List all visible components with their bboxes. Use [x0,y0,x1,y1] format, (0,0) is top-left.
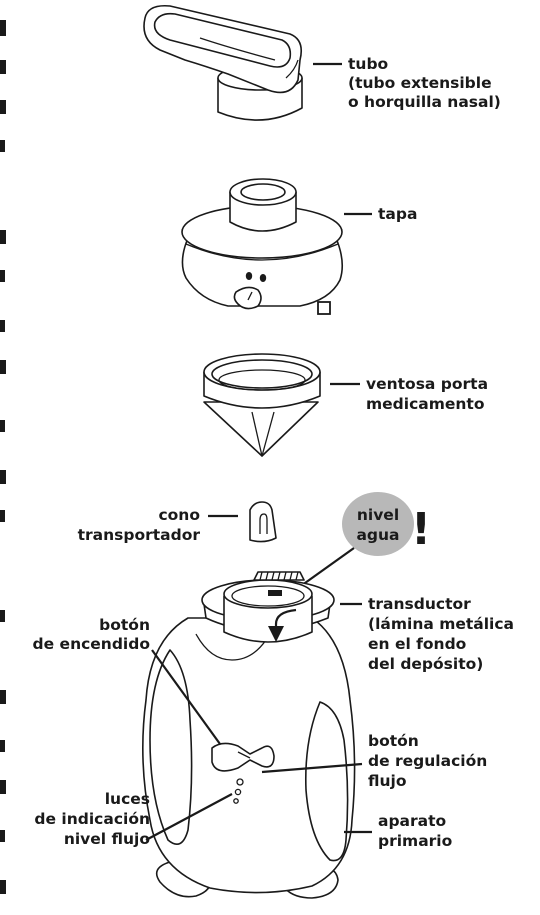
luces-label: luces de indicación nivel flujo [34,790,150,848]
boton-regulacion-label-line3: flujo [368,772,407,790]
boton-regulacion-leader [261,762,363,774]
tapa-eye-left-icon [245,272,253,280]
boton-regulacion-label-line2: de regulación [368,752,487,770]
transductor-label-line3: en el fondo [368,635,466,653]
boton-encendido-label-line1: botón [99,616,150,634]
tapa-part [181,178,344,310]
tubo-label-line1: tubo [348,55,388,73]
nivel-agua-label-line1: nivel [357,506,399,524]
transductor-label-line4: del depósito) [368,655,483,673]
ventosa-label: ventosa porta medicamento [366,375,488,413]
tapa-small-square-icon [317,301,331,315]
tapa-eye-right-icon [259,274,267,282]
transducer-arrowhead-icon [268,626,284,642]
cono-part [249,501,277,543]
boton-regulacion-label-line1: botón [368,732,419,750]
luces-label-line2: de indicación [34,810,150,828]
aparato-body [142,571,356,899]
transductor-label: transductor (lámina metálica en el fondo… [368,595,514,673]
indicator-light-3-icon [233,798,239,804]
luces-label-line3: nivel flujo [64,830,150,848]
luces-leader [145,793,233,841]
cono-label-line2: transportador [78,526,201,544]
ventosa-label-line1: ventosa porta [366,375,488,393]
tubo-label-line2: (tubo extensible [348,74,492,92]
cono-label: cono transportador [78,506,201,544]
tapa-label: tapa [378,205,417,223]
aparato-label-line2: primario [378,832,452,850]
exclamation-mark-icon: ! [411,504,431,555]
tubo-part [143,4,303,121]
indicator-light-1-icon [236,778,244,786]
tubo-label-line3: o horquilla nasal) [348,93,501,111]
left-margin-marks [0,20,6,894]
water-level-mark [268,590,282,596]
transducer-arrow-icon [274,608,297,632]
nivel-agua-label-line2: agua [356,526,399,544]
boton-encendido-label: botón de encendido [33,616,150,653]
aparato-label: aparato primario [378,812,452,850]
boton-encendido-leader [151,649,221,745]
luces-label-line1: luces [105,790,150,808]
ventosa-label-line2: medicamento [366,395,484,413]
nivel-agua-bubble [342,492,414,556]
aparato-label-line1: aparato [378,812,446,830]
ventosa-part [203,353,321,457]
transductor-label-line2: (lámina metálica [368,615,514,633]
transductor-label-line1: transductor [368,595,471,613]
tubo-label: tubo (tubo extensible o horquilla nasal) [348,55,501,111]
boton-encendido-label-line2: de encendido [33,635,150,653]
indicator-light-2-icon [234,788,242,796]
boton-regulacion-label: botón de regulación flujo [368,732,487,790]
cono-label-line1: cono [158,506,200,524]
nivel-agua-label: nivel agua [356,506,399,544]
